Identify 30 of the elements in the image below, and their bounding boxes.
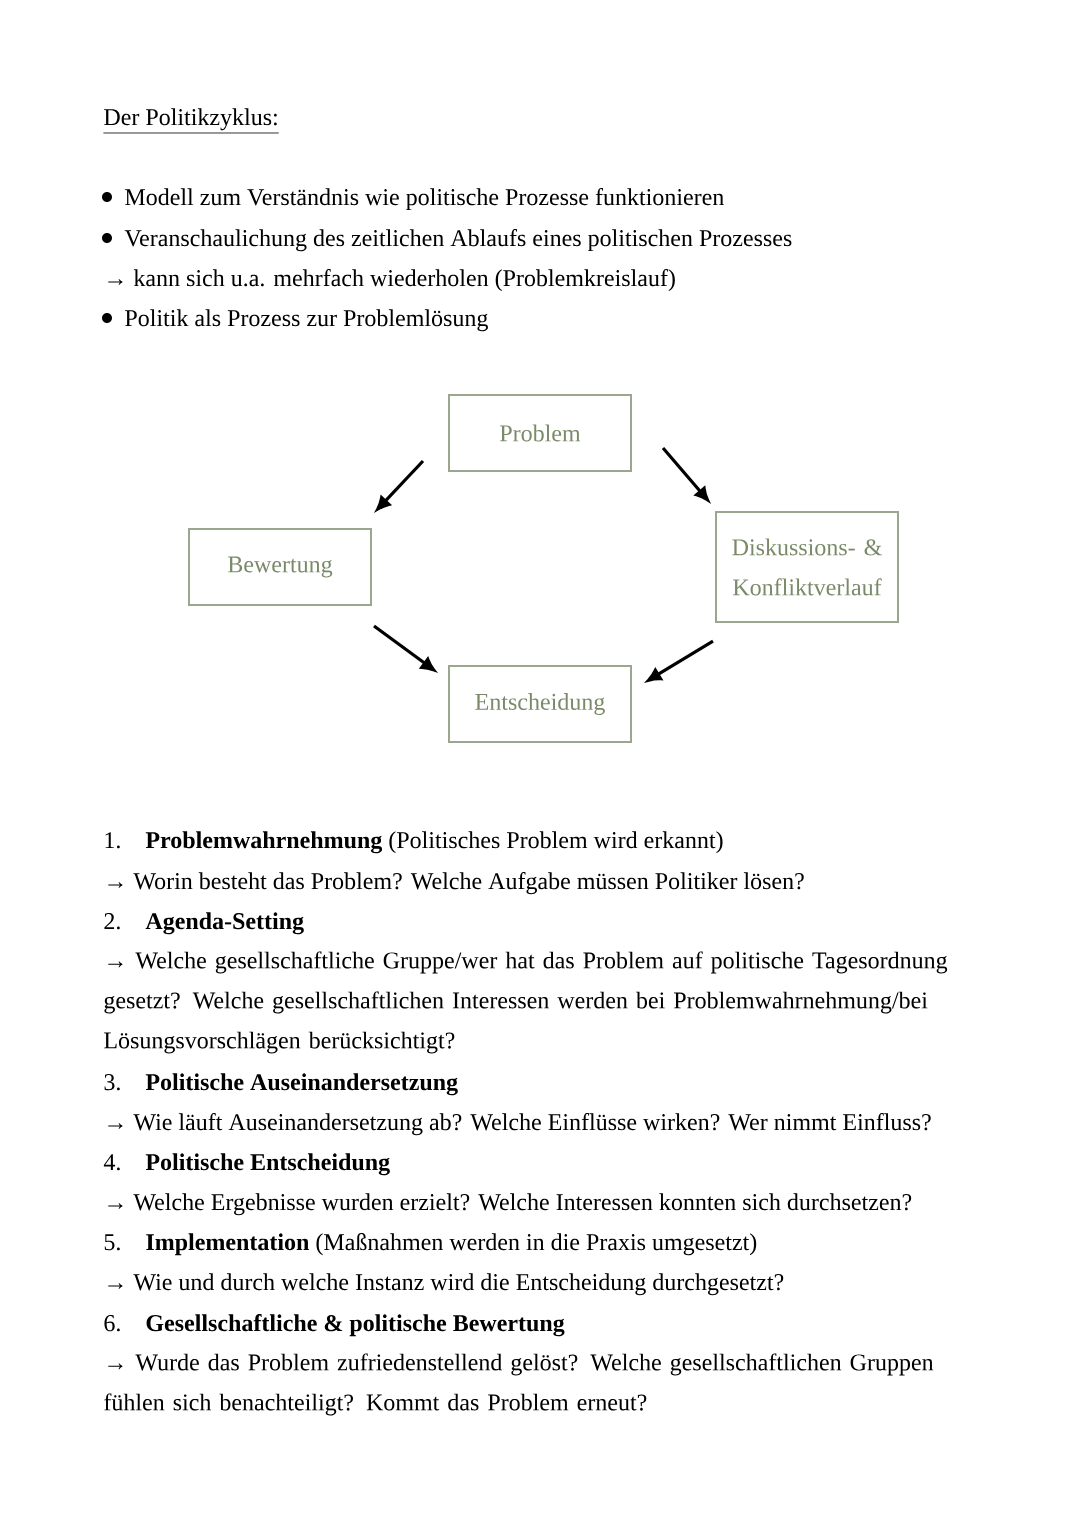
text: → Welche gesellschaftliche Gruppe/wer hat das Problem auf politische Tagesordnung gesetzt? Welche gesellschaftlichen Interessen werden bei Problemwahrnehmung/bei Lösungsvorschlägen berücksichtigt?	[104, 951, 948, 1054]
text: → Wurde das Problem zufriedenstellend gelöst? Welche gesellschaftlichen Gruppen fühlen sich benachteiligt? Kommt das Problem erneut?	[104, 1353, 934, 1416]
text: 6.	[104, 1315, 120, 1332]
text: 3.	[104, 1074, 120, 1091]
text: → Wie und durch welche Instanz wird die Entscheidung durchgesetzt?	[108, 1273, 784, 1296]
text: Gesellschaftliche & politische Bewertung	[146, 1314, 565, 1337]
text: 1.	[105, 832, 120, 849]
text: Politische Entscheidung	[145, 1153, 390, 1176]
text: → Welche Ergebnisse wurden erzielt? Welche Interessen konnten sich durchsetzen?	[108, 1193, 912, 1216]
arrow	[661, 446, 709, 502]
process-box: Diskussions- & Konfliktverlauf	[715, 511, 899, 623]
text: Implementation (Maßnahmen werden in die Praxis umgesetzt)	[146, 1233, 757, 1256]
process-box: Problem	[448, 394, 632, 472]
process-box: Bewertung	[188, 528, 372, 606]
text: Politik als Prozess zur Problemlösung	[125, 309, 488, 332]
text: 4.	[103, 1154, 120, 1171]
text: 2.	[104, 913, 120, 930]
text: Problemwahrnehmung (Politisches Problem wird erkannt)	[145, 831, 723, 854]
text: → kann sich u.a. mehrfach wiederholen (Problemkreislauf)	[108, 269, 675, 292]
arrow	[373, 624, 436, 672]
text: Veranschaulichung des zeitlichen Ablaufs eines politischen Prozesses	[124, 229, 792, 252]
text: Politische Auseinandersetzung	[145, 1073, 458, 1096]
text: → Wie läuft Auseinandersetzung ab? Welche Einflüsse wirken? Wer nimmt Einfluss?	[108, 1113, 931, 1136]
text: 5.	[104, 1234, 120, 1251]
heading: Der Politikzyklus:	[103, 108, 280, 134]
process-box: Entscheidung	[448, 665, 632, 743]
arrow	[376, 459, 425, 511]
text: Modell zum Verständnis wie politische Prozesse funktionieren	[125, 188, 724, 211]
text: Agenda-Setting	[145, 912, 304, 935]
text: → Worin besteht das Problem? Welche Aufgabe müssen Politiker lösen?	[108, 872, 804, 895]
